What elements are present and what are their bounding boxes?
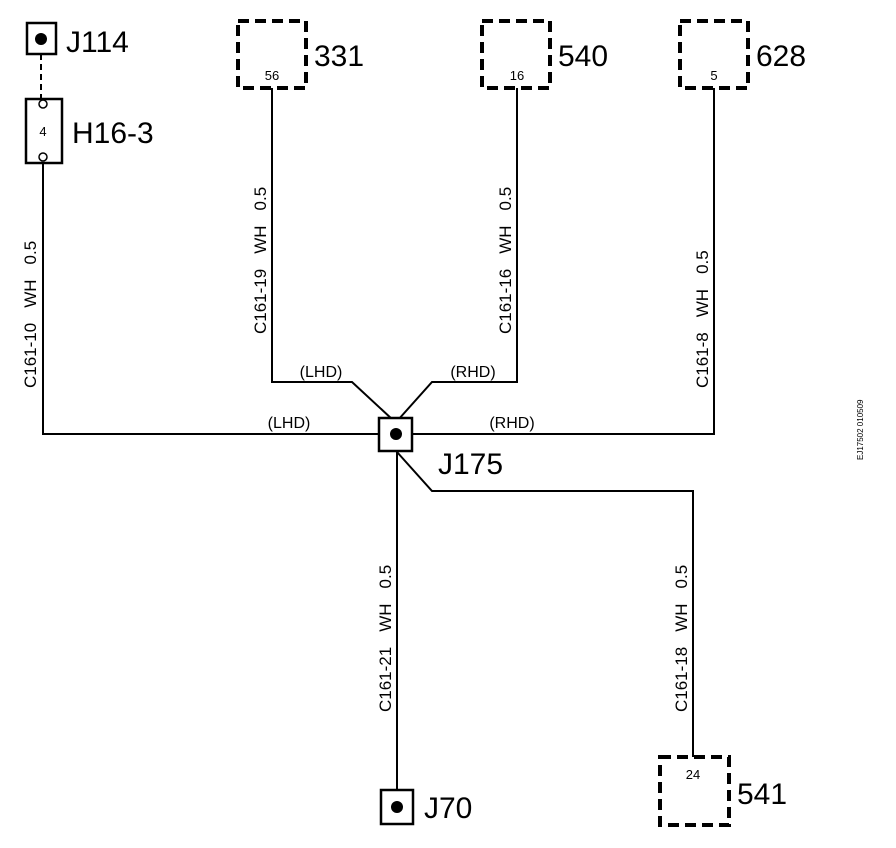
h16-3-top-terminal (38, 99, 48, 109)
svg-text:C161-8WH0.5: C161-8 WH 0.5 (693, 250, 712, 388)
svg-text:C161-21WH0.5: C161-21 WH 0.5 (376, 565, 395, 712)
wire-label-c161-21: C161-21 WH 0.5 (376, 565, 395, 712)
component-628: 5 628 (678, 19, 806, 90)
c161-19-circuit: C161-19 (251, 269, 270, 334)
component-331: 56 331 (236, 19, 364, 90)
c161-18-color: WH (672, 603, 691, 631)
c541-pin: 24 (686, 767, 700, 782)
component-540: 16 540 (480, 19, 608, 90)
wire-label-c161-18: C161-18 WH 0.5 (672, 565, 691, 712)
rhd-lower-label: (RHD) (489, 415, 534, 432)
c161-10-size: 0.5 (21, 241, 40, 265)
svg-text:C161-18WH0.5: C161-18 WH 0.5 (672, 565, 691, 712)
svg-text:C161-16WH0.5: C161-16 WH 0.5 (496, 187, 515, 334)
c161-16-circuit: C161-16 (496, 269, 515, 334)
connector-j114: J114 (25, 21, 129, 59)
h16-3-pin: 4 (39, 124, 46, 139)
c541-box (658, 755, 731, 827)
wire-c161-19 (271, 88, 394, 421)
connector-j70: J70 (379, 788, 472, 826)
wire-c161-10 (42, 162, 380, 435)
h16-3-box (24, 97, 64, 165)
wires (40, 54, 715, 790)
c161-8-color: WH (693, 289, 712, 317)
splice-j175: J175 (377, 416, 503, 481)
c161-21-circuit: C161-21 (376, 647, 395, 712)
c331-box (236, 19, 308, 90)
j114-dot (35, 33, 47, 45)
c331-label: 331 (314, 40, 364, 73)
svg-text:EJ17502 010509: EJ17502 010509 (856, 399, 865, 460)
c161-21-size: 0.5 (376, 565, 395, 589)
c540-pin: 16 (510, 68, 524, 83)
j70-dot (391, 801, 403, 813)
c161-21-color: WH (376, 603, 395, 631)
c161-16-size: 0.5 (496, 187, 515, 211)
h16-3-bottom-terminal (38, 152, 48, 162)
c161-18-circuit: C161-18 (672, 647, 691, 712)
j175-dot (390, 428, 402, 440)
wire-label-c161-19: C161-19 WH 0.5 (251, 187, 270, 334)
c161-16-color: WH (496, 225, 515, 253)
c331-pin: 56 (265, 68, 279, 83)
wire-c161-16 (397, 88, 518, 421)
c541-label: 541 (737, 778, 787, 811)
c161-19-color: WH (251, 225, 270, 253)
c628-box (678, 19, 750, 90)
j114-label: J114 (66, 26, 129, 59)
c161-19-size: 0.5 (251, 187, 270, 211)
rhd-upper-label: (RHD) (450, 364, 495, 381)
h16-3-label: H16-3 (72, 117, 154, 150)
connector-h16-3: 4 H16-3 (24, 97, 154, 165)
c161-10-circuit: C161-10 (21, 323, 40, 388)
j175-label: J175 (438, 448, 503, 481)
c161-8-circuit: C161-8 (693, 332, 712, 388)
figure-id: EJ17502 010509 (856, 399, 865, 460)
lhd-upper-label: (LHD) (300, 364, 343, 381)
component-541: 24 541 (658, 755, 787, 827)
wire-label-c161-16: C161-16 WH 0.5 (496, 187, 515, 334)
wire-c161-18 (396, 451, 694, 757)
c540-box (480, 19, 552, 90)
svg-text:C161-19WH0.5: C161-19 WH 0.5 (251, 187, 270, 334)
c161-18-size: 0.5 (672, 565, 691, 589)
lhd-lower-label: (LHD) (268, 415, 311, 432)
wire-c161-8 (413, 88, 715, 435)
c628-pin: 5 (710, 68, 717, 83)
svg-text:C161-10WH0.5: C161-10 WH 0.5 (21, 241, 40, 388)
wire-label-c161-10: C161-10 WH 0.5 (21, 241, 40, 388)
c540-label: 540 (558, 40, 608, 73)
c161-10-color: WH (21, 279, 40, 307)
wire-label-c161-8: C161-8 WH 0.5 (693, 250, 712, 388)
c161-8-size: 0.5 (693, 250, 712, 274)
j70-label: J70 (424, 792, 472, 825)
c628-label: 628 (756, 40, 806, 73)
